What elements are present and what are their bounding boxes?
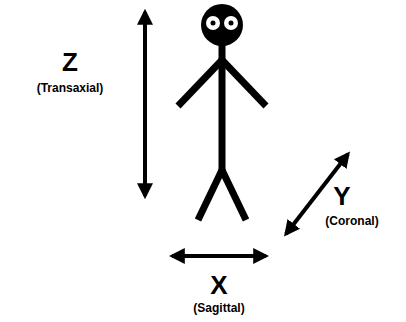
figure-pupil [211,21,216,26]
axis-letter: X [210,272,227,298]
axis-name: (Transaxial) [37,82,104,94]
axis-name: (Sagittal) [193,302,244,314]
figure-eye [206,16,220,30]
z-axis-arrow [143,12,147,196]
x-axis-arrow [172,254,266,258]
axis-letter: Y [333,183,350,209]
axis-letter: Z [62,49,78,75]
figure-head [201,4,243,46]
figure-body [178,44,266,220]
axis-name: (Coronal) [325,215,378,227]
figure-eye [224,16,238,30]
figure-pupil [229,21,234,26]
